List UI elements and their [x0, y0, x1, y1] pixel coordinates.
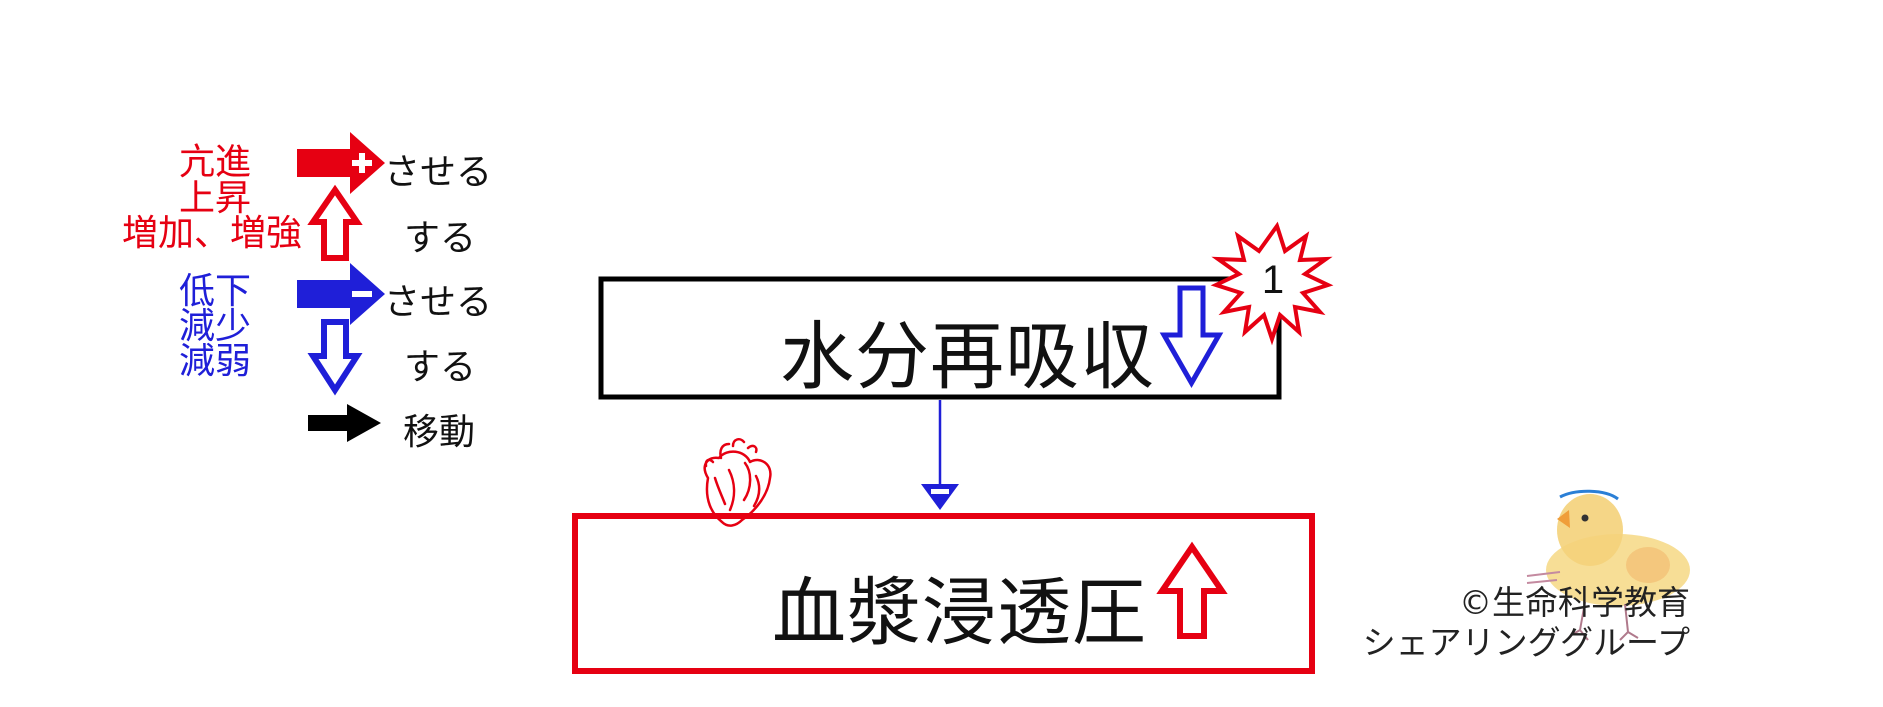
- node-water-reabsorption-label: 水分再吸収: [780, 314, 1155, 400]
- legend-promote-suffix: させる: [384, 152, 493, 193]
- node-plasma-osmotic-label: 血漿浸透圧: [772, 570, 1147, 656]
- badge-number: 1: [1261, 258, 1285, 302]
- legend-move-label: 移動: [403, 412, 476, 453]
- legend-rise-suffix: する: [404, 218, 477, 259]
- legend-decrease-word-1: 低下: [178, 271, 251, 312]
- plasma-osmotic-up-arrow-icon: [1156, 541, 1228, 639]
- legend-increase-word-1: 亢進: [178, 142, 251, 183]
- legend-down-arrow-icon: [307, 319, 363, 396]
- legend-decrease-word-3: 減弱: [178, 341, 251, 382]
- legend-up-arrow-icon: [307, 184, 363, 261]
- legend-fall-suffix: する: [404, 347, 477, 388]
- inhibit-edge: [921, 400, 959, 510]
- legend-decrease-word-2: 減少: [178, 306, 251, 347]
- badge-starburst-icon: [1210, 221, 1334, 346]
- copyright-line-2: シェアリンググループ: [1362, 623, 1690, 662]
- heart-icon: [703, 437, 772, 527]
- legend-inhibit-suffix: させる: [384, 282, 493, 323]
- chick-icon: [1526, 489, 1690, 641]
- legend-increase-word-2: 上昇: [178, 178, 251, 219]
- copyright-line-1: ©生命科学教育: [1459, 583, 1690, 622]
- legend-inhibit-arrow-icon: [297, 263, 385, 325]
- water-reabsorption-down-arrow-icon: [1159, 285, 1224, 389]
- legend-promote-arrow-icon: [297, 132, 385, 194]
- legend-move-arrow-icon: [308, 404, 381, 442]
- copyright-text: ©生命科学教育 シェアリンググループ: [1330, 583, 1690, 663]
- legend-increase-word-3: 増加、増強: [122, 213, 303, 254]
